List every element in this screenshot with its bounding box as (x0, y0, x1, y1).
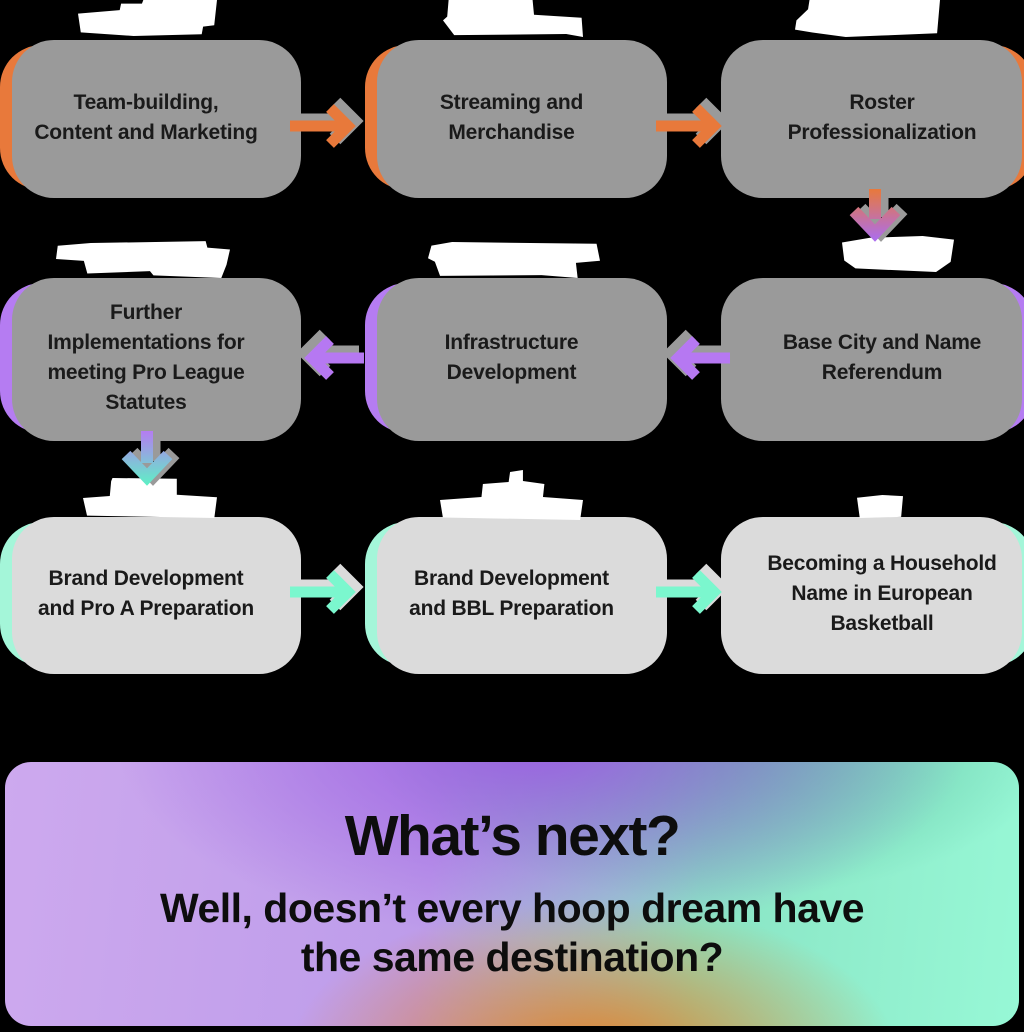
banner-title: What’s next? (344, 804, 681, 868)
arrow-down-icon (121, 429, 180, 486)
box-team-building-content-marketing: Team-building, Content and Marketing (0, 40, 301, 198)
step-label-blob-4 (56, 241, 230, 278)
step-label-blob-6 (842, 236, 954, 272)
arrow-right-icon (656, 563, 730, 614)
box-streaming-merchandise: Streaming and Merchandise (365, 40, 667, 198)
arrow-down-icon (849, 187, 908, 242)
arrow-left-icon (296, 329, 364, 380)
box-brand-dev-bbl: Brand Development and BBL Preparation (365, 517, 667, 674)
whats-next-banner: What’s next? Well, doesn’t every hoop dr… (5, 762, 1019, 1026)
step-label-blob-8 (440, 470, 583, 520)
step-label-blob-1 (78, 0, 217, 36)
box-roster-professionalization: Roster Professionalization (721, 40, 1024, 198)
box-brand-dev-pro-a: Brand Development and Pro A Preparation (0, 517, 301, 674)
arrow-right-icon (656, 97, 730, 148)
step-label-blob-2 (443, 0, 583, 37)
arrow-right-icon (290, 563, 364, 614)
box-base-city-name-referendum: Base City and Name Referendum (721, 278, 1024, 441)
step-label-blob-9 (857, 495, 903, 518)
box-further-implementations: Further Implementations for meeting Pro … (0, 278, 301, 441)
step-label-blob-5 (428, 242, 600, 278)
step-label-blob-3 (795, 0, 940, 37)
box-infrastructure-development: Infrastructure Development (365, 278, 667, 441)
arrow-left-icon (662, 329, 730, 380)
banner-subtitle: Well, doesn’t every hoop dream have the … (159, 885, 865, 980)
box-household-name-european-basketball: Becoming a Household Name in European Ba… (721, 517, 1024, 674)
arrow-right-icon (290, 97, 364, 148)
